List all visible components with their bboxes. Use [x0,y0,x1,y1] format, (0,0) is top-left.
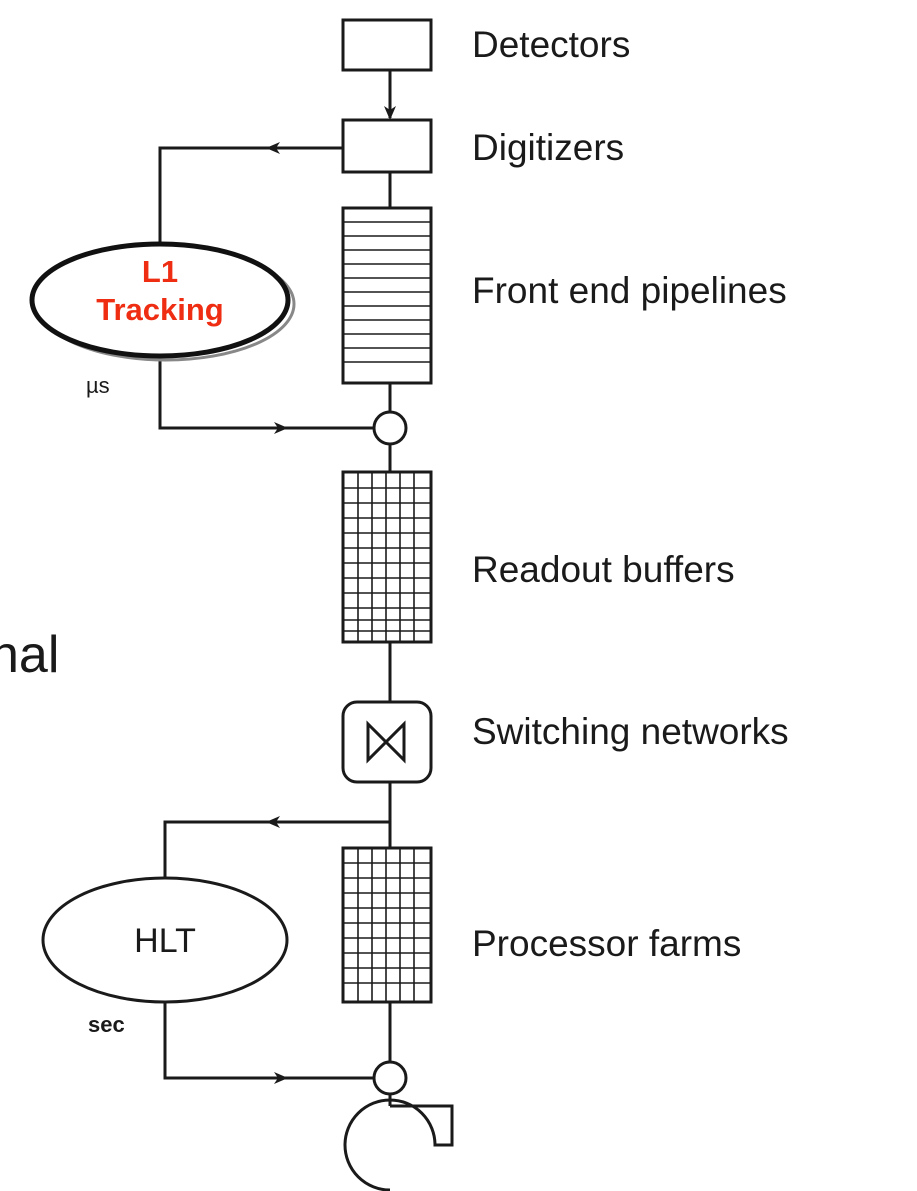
l1-output-line [158,358,374,430]
label-processor-farms: Processor farms [472,923,741,964]
detectors-box [341,18,433,72]
label-readout-buffers: Readout buffers [472,549,735,590]
l1-latency-label: µs [86,373,110,398]
label-switching-networks: Switching networks [472,711,789,752]
label-front-end-pipelines: Front end pipelines [472,270,787,311]
hlt-label: HLT [134,922,196,960]
switching-network-icon [366,720,406,764]
label-detectors: Detectors [472,24,630,65]
digitizers-box [341,118,433,174]
label-digitizers: Digitizers [472,127,624,168]
partial-left-text: nal [0,626,59,684]
processor-farms-box [341,846,433,1004]
readout-buffers-box [341,470,433,644]
l1-input-line [158,146,343,245]
l1-accept-node [372,410,408,446]
readout-grid [343,472,431,642]
hlt-accept-node [372,1060,408,1096]
hlt-output-line [163,1002,374,1080]
hlt-ellipse [41,876,289,1004]
l1-label-line2: Tracking [96,292,224,327]
pipeline-stripes [343,221,431,363]
switching-network-box [341,700,433,784]
l1-label-line1: L1 [142,254,178,289]
front-end-pipelines-box [341,206,433,385]
hlt-input-line [163,820,390,878]
hlt-latency-label: sec [88,1012,125,1037]
storage-icon [343,1098,454,1191]
farms-grid [343,848,431,1002]
l1-tracking-ellipse [29,241,291,359]
